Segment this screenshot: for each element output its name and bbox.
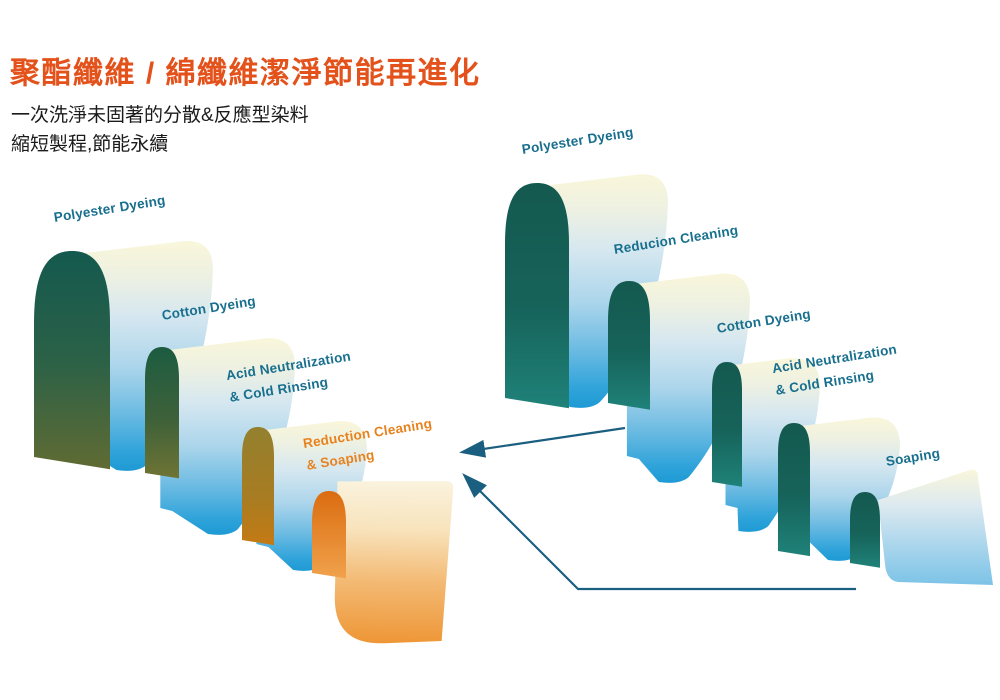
wave-right-2-panel bbox=[626, 273, 750, 483]
wave-right-4-face bbox=[778, 423, 810, 557]
subtitle-line-1: 一次洗淨未固著的分散&反應型染料 bbox=[11, 105, 309, 126]
wave-right-1-face bbox=[505, 183, 569, 409]
process-waves bbox=[34, 174, 993, 644]
merge-arrow-lower bbox=[462, 473, 856, 591]
page-title: 聚酯纖維 / 綿纖維潔淨節能再進化 bbox=[10, 57, 481, 90]
wave-right-2-face bbox=[608, 281, 650, 410]
wave-left-2-face bbox=[145, 347, 179, 479]
wave-left-1-face bbox=[34, 251, 110, 470]
merge-arrows bbox=[459, 426, 856, 591]
wave-right-5-face bbox=[850, 492, 880, 568]
subtitle-line-2: 縮短製程,節能永續 bbox=[11, 134, 169, 155]
wave-left-3-face bbox=[242, 427, 274, 546]
wave-right-5-sheet bbox=[878, 469, 993, 585]
merge-arrow-upper bbox=[459, 426, 626, 458]
wave-left-4-sheet bbox=[334, 481, 454, 644]
wave-right-3-face bbox=[712, 362, 742, 487]
wave-left-4-face bbox=[312, 491, 346, 579]
wave-right-3-panel bbox=[725, 358, 820, 532]
page-subtitle: 一次洗淨未固著的分散&反應型染料 縮短製程,節能永續 bbox=[11, 101, 309, 159]
